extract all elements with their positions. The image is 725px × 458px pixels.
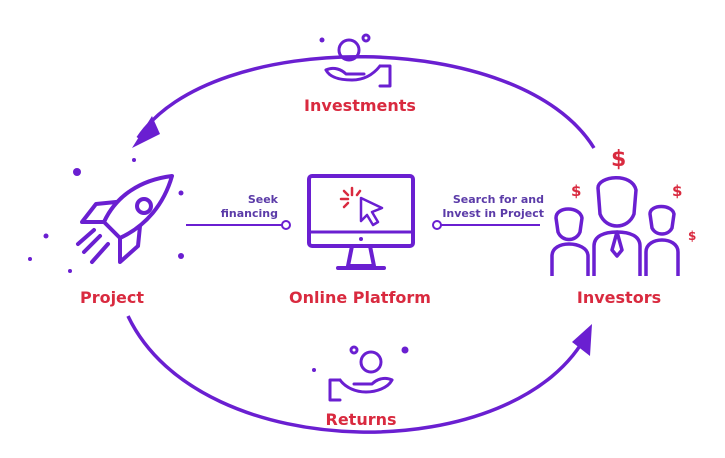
investments-arc (136, 54, 596, 149)
hand-coin-icon (328, 345, 394, 402)
project-connector-dot (281, 220, 291, 230)
returns-arc (126, 315, 590, 434)
investments-label: Investments (304, 96, 416, 115)
search-invest-line2: Invest in Project (442, 207, 544, 220)
search-invest-line1: Search for and (452, 193, 544, 206)
project-label: Project (79, 288, 145, 307)
dollar-sign: $ (672, 182, 682, 200)
rocket-icon (76, 174, 174, 264)
returns-label: Returns (325, 410, 397, 429)
search-invest-text: Search for and Invest in Project (440, 193, 544, 221)
monitor-cursor-icon (307, 174, 415, 270)
seek-financing-text: Seek financing (214, 193, 278, 221)
investments-arrowhead (132, 116, 160, 148)
returns-arrowhead (572, 324, 592, 356)
dollar-sign: $ (571, 182, 581, 200)
investors-connector-dot (432, 220, 442, 230)
investors-label: Investors (576, 288, 662, 307)
hand-coin-icon (324, 33, 392, 88)
people-group-icon (550, 176, 680, 276)
dollar-sign: $ (688, 229, 696, 243)
seek-financing-line2: financing (220, 207, 278, 220)
seek-financing-line1: Seek (247, 193, 278, 206)
decorative-dots (28, 37, 409, 372)
dollar-sign: $ (611, 147, 626, 172)
platform-label: Online Platform (289, 288, 431, 307)
